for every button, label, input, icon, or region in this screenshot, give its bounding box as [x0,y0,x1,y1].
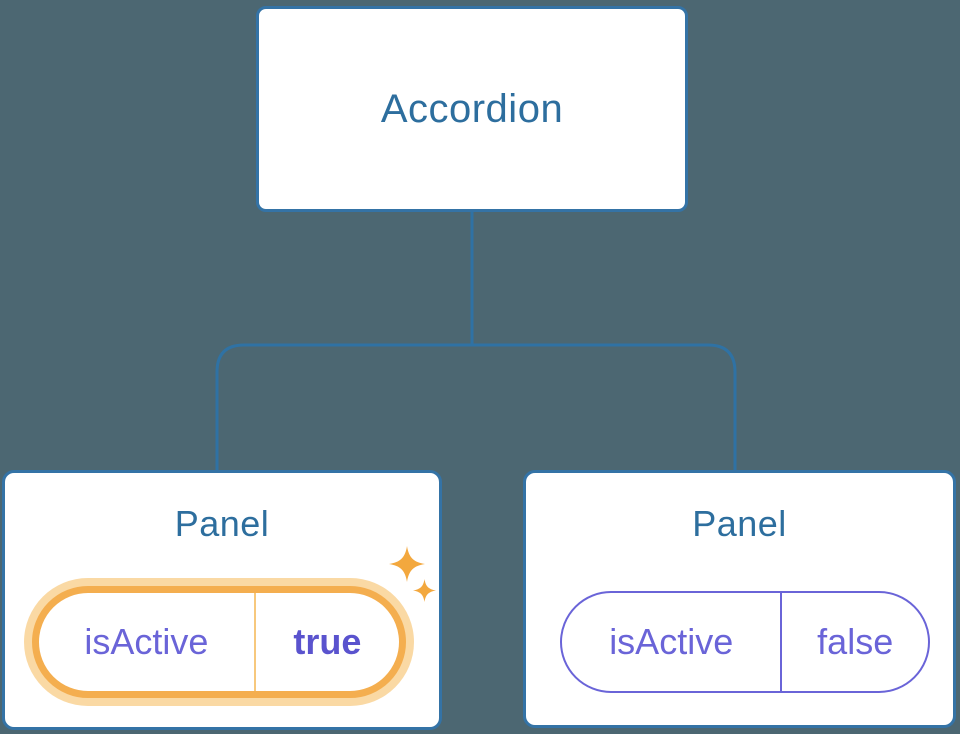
state-key: isActive [562,593,783,691]
panel-title: Panel [174,503,270,544]
panel-title: Panel [692,503,787,544]
accordion-node-label: Accordion [380,86,564,131]
state-pill: isActive false [560,591,930,693]
sparkle-large-icon [389,546,425,582]
sparkle-small-icon [413,579,436,602]
state-pill-highlighted: isActive true [32,586,406,698]
accordion-node: Accordion [256,6,688,212]
state-key: isActive [39,593,256,691]
panel-node-active: Panel isActive true [2,470,442,730]
state-value: true [293,621,362,662]
state-value: false [817,621,894,662]
panel-node-inactive: Panel isActive false [523,470,956,728]
